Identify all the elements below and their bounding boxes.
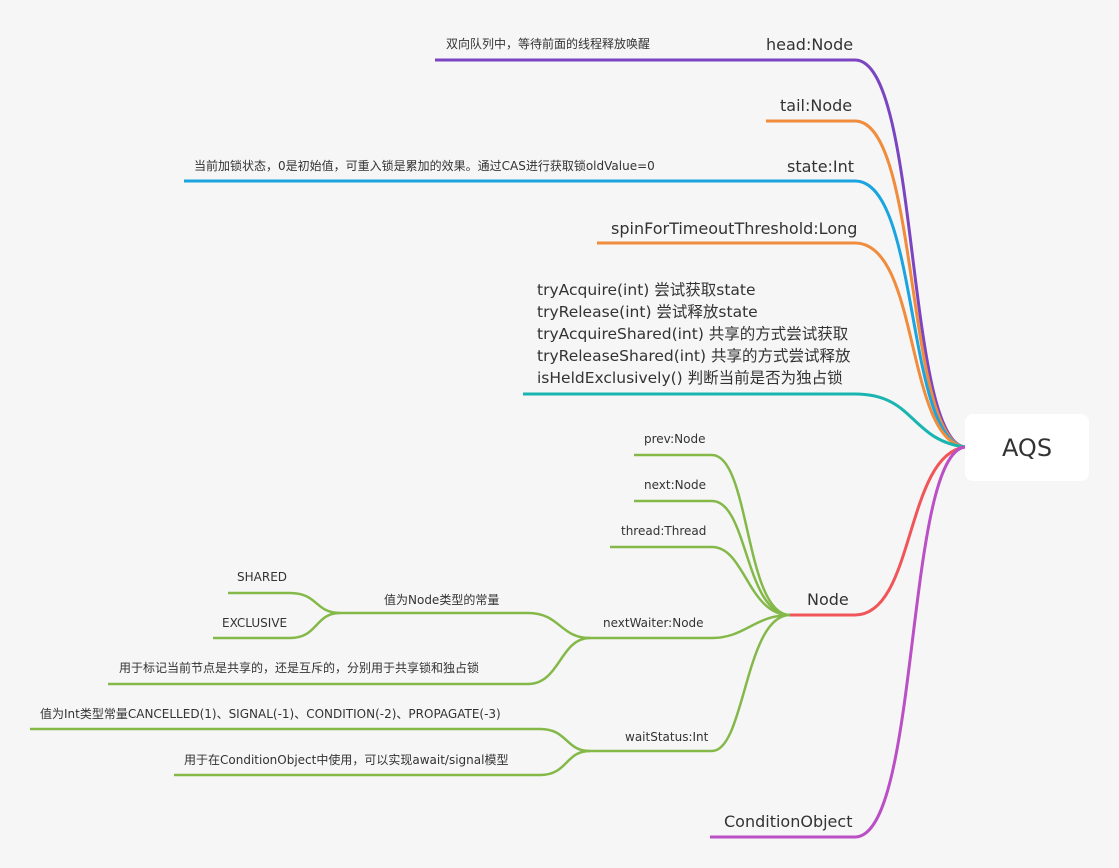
edge-waitstatus (590, 613, 791, 753)
edge-next (634, 499, 791, 617)
nw-usage[interactable]: 用于标记当前节点是共享的，还是互斥的，分别用于共享锁和独占锁 (119, 661, 480, 675)
edge-prev (634, 453, 791, 617)
ws-usage[interactable]: 用于在ConditionObject中使用，可以实现await/signal模型 (184, 753, 509, 767)
edge-nextwaiter (590, 613, 791, 640)
edge-state (184, 179, 966, 449)
branch-head[interactable]: head:Node (766, 35, 854, 54)
field-wait-status[interactable]: waitStatus:Int (625, 730, 709, 744)
branch-tail[interactable]: tail:Node (780, 96, 853, 115)
edge-shared (228, 591, 341, 615)
nw-exclusive[interactable]: EXCLUSIVE (222, 616, 288, 630)
edge-methods (523, 392, 966, 449)
edge-condition (710, 445, 966, 839)
nw-shared[interactable]: SHARED (237, 570, 288, 584)
method-try-acquire: tryAcquire(int) 尝试获取state (537, 281, 756, 299)
edge-exclusive (213, 611, 341, 640)
edge-thread (610, 545, 791, 617)
branch-state[interactable]: state:Int (787, 157, 855, 176)
field-prev[interactable]: prev:Node (644, 432, 706, 446)
edge-head (435, 58, 966, 449)
edge-node (790, 445, 966, 617)
branch-spin[interactable]: spinForTimeoutThreshold:Long (611, 219, 858, 238)
method-try-release-shared: tryReleaseShared(int) 共享的方式尝试释放 (537, 347, 851, 365)
nw-constants[interactable]: 值为Node类型的常量 (384, 593, 500, 607)
method-try-release: tryRelease(int) 尝试释放state (537, 303, 758, 321)
ws-values[interactable]: 值为Int类型常量CANCELLED(1)、SIGNAL(-1)、CONDITI… (40, 707, 501, 721)
edge-nw-usage (108, 636, 591, 686)
field-next[interactable]: next:Node (644, 478, 706, 492)
note-head: 双向队列中，等待前面的线程释放唤醒 (446, 37, 651, 51)
edge-ws-usage (174, 749, 591, 777)
edge-spin (597, 241, 966, 449)
note-state: 当前加锁状态，0是初始值，可重入锁是累加的效果。通过CAS进行获取锁oldVal… (194, 159, 655, 173)
edge-tail (766, 119, 966, 449)
field-thread[interactable]: thread:Thread (621, 524, 707, 538)
method-try-acquire-shared: tryAcquireShared(int) 共享的方式尝试获取 (537, 325, 849, 343)
root-node-aqs[interactable]: AQS (965, 414, 1089, 481)
branch-node[interactable]: Node (807, 590, 849, 609)
methods-list[interactable]: tryAcquire(int) 尝试获取state tryRelease(int… (537, 279, 850, 389)
edge-ws-values (30, 727, 591, 753)
branch-condition-object[interactable]: ConditionObject (724, 812, 853, 831)
edge-nw-constants (340, 611, 591, 640)
field-next-waiter[interactable]: nextWaiter:Node (603, 616, 704, 630)
method-is-held-exclusively: isHeldExclusively() 判断当前是否为独占锁 (537, 369, 843, 387)
